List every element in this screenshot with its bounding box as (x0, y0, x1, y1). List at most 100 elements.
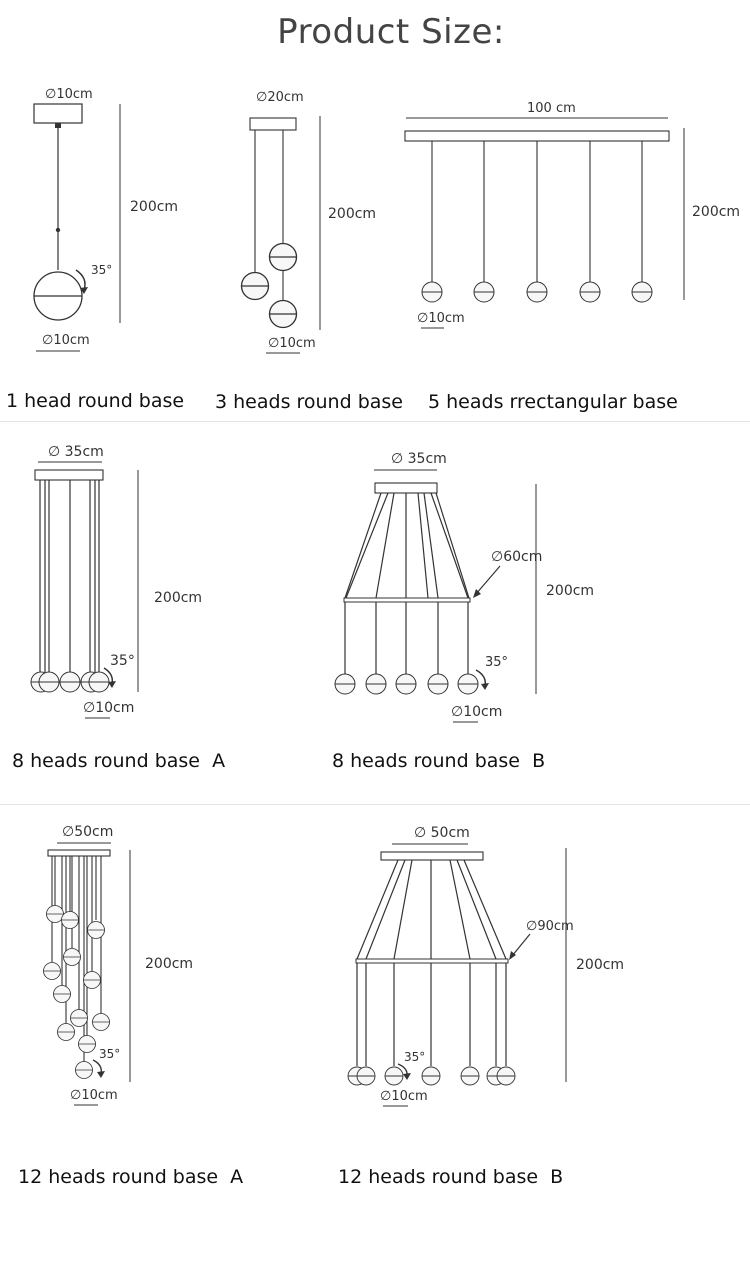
section-divider-2 (0, 804, 750, 805)
caption-8-heads-b: 8 heads round base B (332, 750, 546, 772)
suspension-ring (355, 958, 509, 964)
bulb (38, 671, 60, 693)
height-label: 200cm (692, 204, 740, 220)
caption-8-heads-a: 8 heads round base A (12, 750, 226, 772)
diagram-8-heads-a: ∅ 35cm 200cm 35° ∅10cm (30, 444, 202, 719)
bulb (496, 1066, 516, 1086)
caption-1-head: 1 head round base (6, 390, 185, 412)
bulb (53, 985, 71, 1003)
bulb (473, 281, 495, 303)
tilt-arrowhead (97, 1071, 105, 1078)
bulb (395, 673, 417, 695)
bulb (43, 962, 61, 980)
bulb-diameter-label: ∅10cm (268, 336, 316, 351)
bulb (427, 673, 449, 695)
ring-pointer (511, 933, 531, 957)
bulb (63, 948, 81, 966)
page-title: Product Size: (277, 12, 505, 52)
diagram-5-heads: 100 cm 200cm ∅10cm (404, 101, 740, 329)
bulb (78, 1035, 96, 1053)
bulb (61, 911, 79, 929)
frame-cable (435, 492, 470, 599)
bulb (421, 281, 443, 303)
diagram-3-heads: ∅20cm 200cm ∅10cm (240, 90, 376, 354)
diagram-12-heads-b: ∅ 50cm ∅90cm 200cm 35° ∅10cm (347, 825, 624, 1107)
canopy (33, 103, 83, 124)
tilt-angle-label: 35° (99, 1047, 120, 1061)
frame-cable (456, 859, 497, 960)
section-divider-1 (0, 421, 750, 422)
bulb (268, 242, 298, 272)
bulb (46, 905, 64, 923)
tilt-arrowhead (481, 683, 489, 690)
bulb-diameter-label: ∅10cm (42, 333, 90, 348)
height-label: 200cm (145, 956, 193, 972)
tilt-angle-label: 35° (110, 653, 135, 669)
tilt-angle-label: 35° (404, 1050, 425, 1064)
bulb (268, 299, 298, 329)
ring-pointer (475, 565, 501, 595)
cable-joint (55, 227, 61, 233)
frame-cable (356, 859, 399, 960)
frame-cable (449, 859, 471, 960)
canopy (374, 482, 438, 494)
bulb (75, 1061, 93, 1079)
bulb (421, 1066, 441, 1086)
tilt-arrowhead (403, 1073, 411, 1080)
bulb (59, 671, 81, 693)
height-label: 200cm (154, 590, 202, 606)
frame-cable (344, 492, 382, 599)
rectangular-canopy (404, 130, 670, 142)
bulb (57, 1023, 75, 1041)
bulb (83, 971, 101, 989)
diagram-12-heads-a: ∅50cm 200cm 35° ∅10cm (43, 824, 193, 1106)
ring-diameter-label: ∅90cm (526, 919, 574, 934)
canopy (47, 849, 111, 857)
suspension-ring (343, 597, 471, 603)
bulb (87, 921, 105, 939)
canopy (249, 117, 297, 131)
base-diameter-label: ∅10cm (45, 87, 93, 102)
bulb (70, 1009, 88, 1027)
base-diameter-label: ∅ 35cm (48, 444, 104, 460)
bulb (240, 271, 270, 301)
bulb-diameter-label: ∅10cm (451, 704, 502, 720)
canopy (34, 469, 104, 481)
frame-cable (375, 492, 395, 599)
base-length-label: 100 cm (527, 101, 576, 116)
caption-5-heads: 5 heads rrectangular base (428, 391, 678, 413)
frame-cable (417, 492, 429, 599)
height-label: 200cm (546, 583, 594, 599)
base-diameter-label: ∅20cm (256, 90, 304, 105)
frame-cable (463, 859, 507, 960)
tilt-arrowhead (80, 287, 88, 294)
bulb (356, 1066, 376, 1086)
bulb-diameter-label: ∅10cm (380, 1089, 428, 1104)
height-label: 200cm (576, 957, 624, 973)
height-label: 200cm (328, 206, 376, 222)
bulb (457, 673, 479, 695)
bulb (526, 281, 548, 303)
ring-diameter-label: ∅60cm (491, 549, 542, 565)
diagram-8-heads-b: ∅ 35cm ∅60cm 200cm 35° ∅10cm (334, 451, 594, 723)
ring-pointer-arrowhead (473, 589, 481, 598)
base-diameter-label: ∅50cm (62, 824, 113, 840)
frame-cable (345, 492, 389, 599)
base-diameter-label: ∅ 50cm (414, 825, 470, 841)
bulb (92, 1013, 110, 1031)
base-diameter-label: ∅ 35cm (391, 451, 447, 467)
bulb (579, 281, 601, 303)
frame-cable (393, 859, 413, 960)
caption-12-heads-a: 12 heads round base A (18, 1166, 244, 1188)
canopy (380, 851, 484, 861)
cable-clamp (55, 123, 61, 128)
height-label: 200cm (130, 199, 178, 215)
bulb-diameter-label: ∅10cm (70, 1088, 118, 1103)
frame-cable (423, 492, 439, 599)
tilt-angle-label: 35° (485, 655, 508, 670)
bulb-diameter-label: ∅10cm (417, 311, 465, 326)
bulb (365, 673, 387, 695)
caption-12-heads-b: 12 heads round base B (338, 1166, 564, 1188)
ring-pointer-arrowhead (509, 951, 516, 960)
